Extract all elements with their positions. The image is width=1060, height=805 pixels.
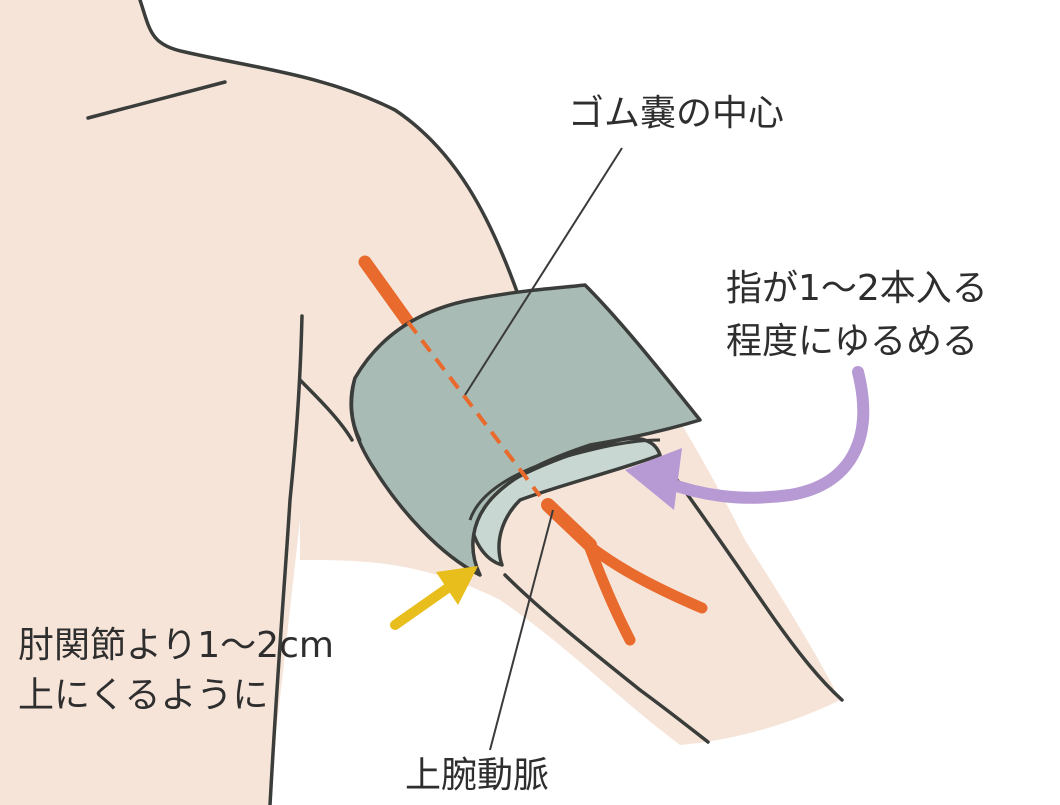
elbow-position-arrow bbox=[395, 585, 452, 625]
label-finger-fit-line1: 指が1〜2本入る bbox=[726, 265, 988, 313]
label-brachial-artery: 上腕動脈 bbox=[405, 752, 549, 800]
label-elbow-position-line2: 上にくるように bbox=[18, 672, 269, 720]
label-finger-fit-line2: 程度にゆるめる bbox=[726, 318, 978, 366]
label-rubber-bladder-center: ゴム嚢の中心 bbox=[568, 90, 784, 138]
label-elbow-position-line1: 肘関節より1〜2cm bbox=[18, 622, 334, 670]
